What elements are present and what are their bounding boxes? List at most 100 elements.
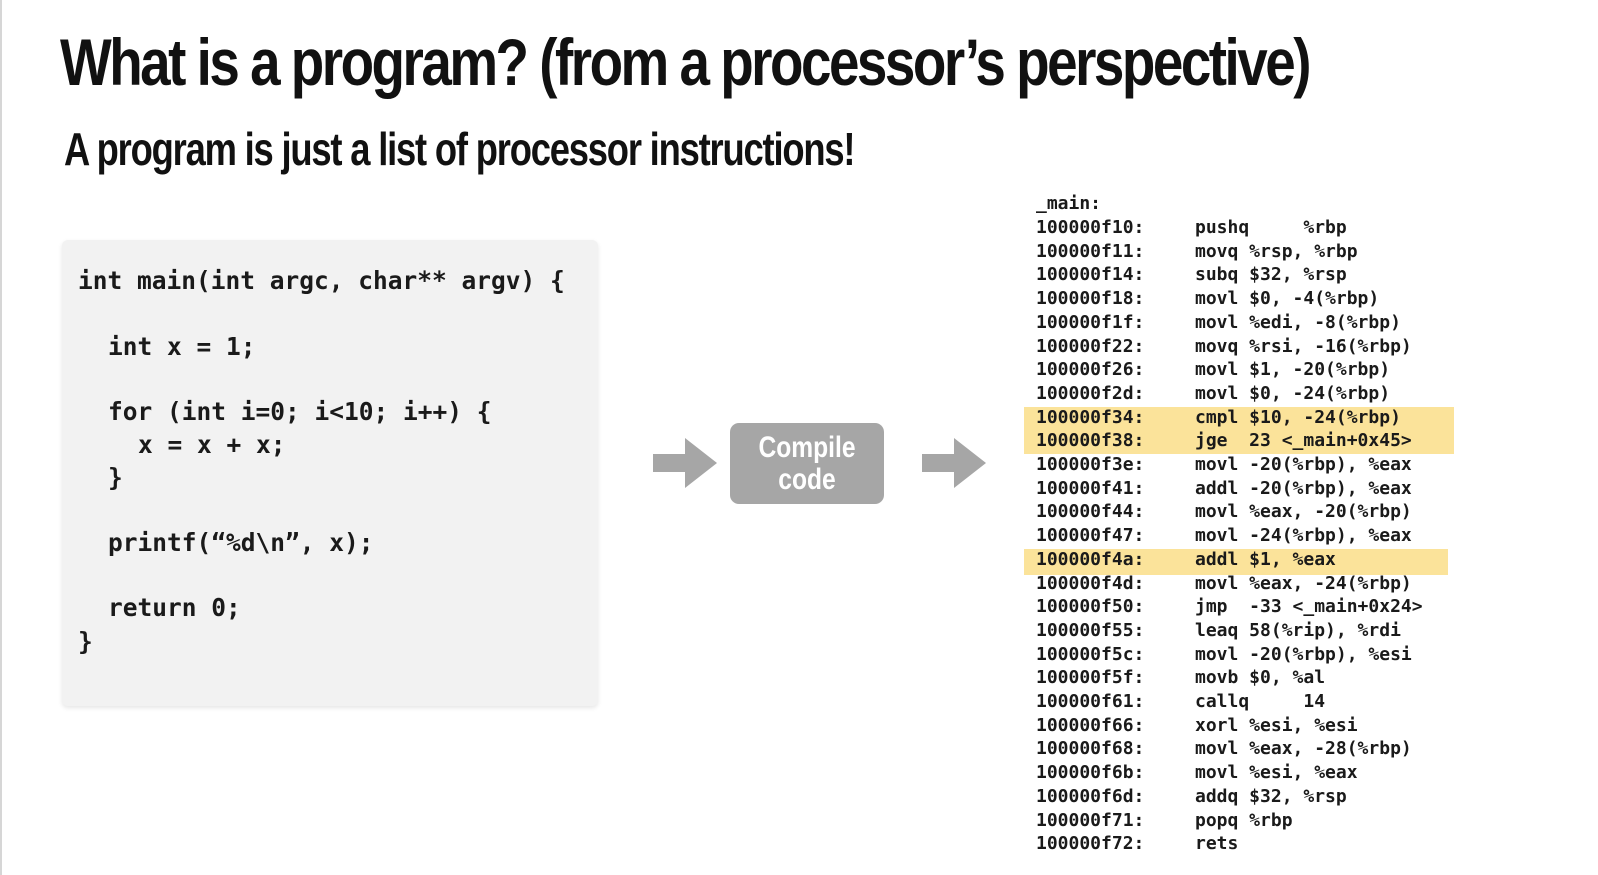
instruction-address: 100000f44: (1036, 501, 1145, 523)
instruction-address: 100000f22: (1036, 335, 1145, 357)
assembly-row: 100000f61: callq 14 (1036, 690, 1456, 714)
instruction-address: 100000f6b: (1036, 762, 1145, 784)
loop-condition-highlight (1024, 407, 1454, 454)
assembly-row: 100000f68: movl %eax, -28(%rbp) (1036, 737, 1456, 761)
instruction-text: movb $0, %al (1195, 667, 1326, 689)
instruction-text: cmpl $10, -24(%rbp) (1195, 406, 1401, 428)
instruction-address: 100000f10: (1036, 217, 1145, 238)
slide-subtitle: A program is just a list of processor in… (64, 123, 856, 175)
assembly-row: 100000f1f: movl %edi, -8(%rbp) (1036, 311, 1456, 335)
assembly-row: 100000f55: leaq 58(%rip), %rdi (1036, 619, 1456, 643)
code-line: int x = 1; (108, 332, 256, 361)
instruction-address: 100000f18: (1036, 288, 1145, 310)
code-line: printf(“%d\n”, x); (108, 528, 374, 557)
assembly-row: 100000f44: movl %eax, -20(%rbp) (1036, 500, 1456, 524)
code-line: for (int i=0; i<10; i++) { (108, 397, 492, 426)
instruction-address: 100000f14: (1036, 264, 1145, 286)
instruction-text: jmp -33 <_main+0x24> (1195, 596, 1423, 618)
instruction-address: 100000f41: (1036, 477, 1145, 499)
assembly-row: 100000f5f: movb $0, %al (1036, 666, 1456, 690)
code-line: } (108, 463, 123, 492)
instruction-text: subq $32, %rsp (1195, 264, 1347, 286)
instruction-address: 100000f1f: (1036, 311, 1145, 333)
instruction-text: pushq %rbp (1195, 217, 1347, 238)
assembly-row: 100000f4a: addl $1, %eax (1036, 548, 1456, 572)
assembly-row: 100000f18: movl $0, -4(%rbp) (1036, 287, 1456, 311)
assembly-row: 100000f38: jge 23 <_main+0x45> (1036, 429, 1456, 453)
instruction-address: 100000f6d: (1036, 785, 1145, 807)
instruction-address: 100000f2d: (1036, 382, 1145, 404)
instruction-text: xorl %esi, %esi (1195, 714, 1358, 736)
instruction-address: 100000f4d: (1036, 572, 1145, 594)
instruction-text: movq %rsi, -16(%rbp) (1195, 335, 1412, 357)
instruction-text: movl $0, -4(%rbp) (1195, 288, 1380, 310)
slide-title: What is a program? (from a processor’s p… (60, 25, 1311, 99)
instruction-text: movl %eax, -20(%rbp) (1195, 501, 1412, 523)
assembly-row: 100000f71: popq %rbp (1036, 809, 1456, 833)
code-line: return 0; (108, 593, 241, 622)
instruction-text: rets (1195, 833, 1239, 855)
instruction-address: 100000f34: (1036, 406, 1145, 428)
right-arrow-icon (653, 438, 717, 488)
assembly-row: 100000f14: subq $32, %rsp (1036, 263, 1456, 287)
instruction-address: 100000f66: (1036, 714, 1145, 736)
assembly-row: 100000f72: rets (1036, 832, 1456, 856)
assembly-row: 100000f66: xorl %esi, %esi (1036, 714, 1456, 738)
assembly-row: 100000f47: movl -24(%rbp), %eax (1036, 524, 1456, 548)
instruction-text: addq $32, %rsp (1195, 785, 1347, 807)
instruction-address: 100000f38: (1036, 430, 1145, 452)
code-line: } (78, 627, 93, 656)
compile-code-box: Compile code (730, 423, 884, 504)
loop-increment-highlight (1024, 549, 1448, 575)
slide-left-border (0, 0, 2, 875)
instruction-text: movq %rsp, %rbp (1195, 240, 1358, 262)
instruction-text: movl -24(%rbp), %eax (1195, 525, 1412, 547)
source-code-panel: int main(int argc, char** argv) { int x … (62, 240, 598, 706)
assembly-row: 100000f2d: movl $0, -24(%rbp) (1036, 382, 1456, 406)
instruction-text: leaq 58(%rip), %rdi (1195, 619, 1401, 641)
instruction-address: 100000f5c: (1036, 643, 1145, 665)
instruction-address: 100000f4a: (1036, 548, 1145, 570)
assembly-row: 100000f4d: movl %eax, -24(%rbp) (1036, 572, 1456, 596)
assembly-row: 100000f41: addl -20(%rbp), %eax (1036, 477, 1456, 501)
instruction-address: 100000f72: (1036, 833, 1145, 855)
instruction-text: callq 14 (1195, 691, 1326, 712)
instruction-address: 100000f47: (1036, 525, 1145, 547)
right-arrow-icon (922, 438, 986, 488)
assembly-label: _main: (1036, 193, 1102, 214)
instruction-address: 100000f68: (1036, 738, 1145, 760)
instruction-text: popq %rbp (1195, 809, 1293, 831)
code-line: x = x + x; (138, 430, 286, 459)
instruction-text: jge 23 <_main+0x45> (1195, 430, 1412, 452)
instruction-address: 100000f71: (1036, 809, 1145, 831)
instruction-address: 100000f11: (1036, 240, 1145, 262)
assembly-row: 100000f22: movq %rsi, -16(%rbp) (1036, 335, 1456, 359)
assembly-row: 100000f34: cmpl $10, -24(%rbp) (1036, 406, 1456, 430)
instruction-text: movl $1, -20(%rbp) (1195, 359, 1391, 381)
compile-label: code (778, 463, 836, 496)
instruction-text: movl %edi, -8(%rbp) (1195, 311, 1401, 333)
instruction-address: 100000f61: (1036, 691, 1145, 712)
instruction-address: 100000f55: (1036, 619, 1145, 641)
compile-label: Compile (758, 431, 856, 464)
instruction-text: addl $1, %eax (1195, 548, 1336, 570)
instruction-text: addl -20(%rbp), %eax (1195, 477, 1412, 499)
assembly-row: 100000f10: pushq %rbp (1036, 216, 1456, 240)
instruction-text: movl -20(%rbp), %eax (1195, 454, 1412, 475)
assembly-row: 100000f5c: movl -20(%rbp), %esi (1036, 643, 1456, 667)
assembly-row: 100000f26: movl $1, -20(%rbp) (1036, 358, 1456, 382)
instruction-address: 100000f5f: (1036, 667, 1145, 689)
instruction-text: movl $0, -24(%rbp) (1195, 382, 1391, 404)
instruction-address: 100000f26: (1036, 359, 1145, 381)
instruction-text: movl -20(%rbp), %esi (1195, 643, 1412, 665)
instruction-address: 100000f50: (1036, 596, 1145, 618)
code-line: int main(int argc, char** argv) { (78, 266, 565, 295)
assembly-row: 100000f11: movq %rsp, %rbp (1036, 240, 1456, 264)
instruction-text: movl %esi, %eax (1195, 762, 1358, 784)
assembly-row: 100000f6b: movl %esi, %eax (1036, 761, 1456, 785)
instruction-text: movl %eax, -28(%rbp) (1195, 738, 1412, 760)
assembly-row: 100000f6d: addq $32, %rsp (1036, 785, 1456, 809)
instruction-text: movl %eax, -24(%rbp) (1195, 572, 1412, 594)
instruction-address: 100000f3e: (1036, 454, 1145, 475)
assembly-row: 100000f50: jmp -33 <_main+0x24> (1036, 595, 1456, 619)
